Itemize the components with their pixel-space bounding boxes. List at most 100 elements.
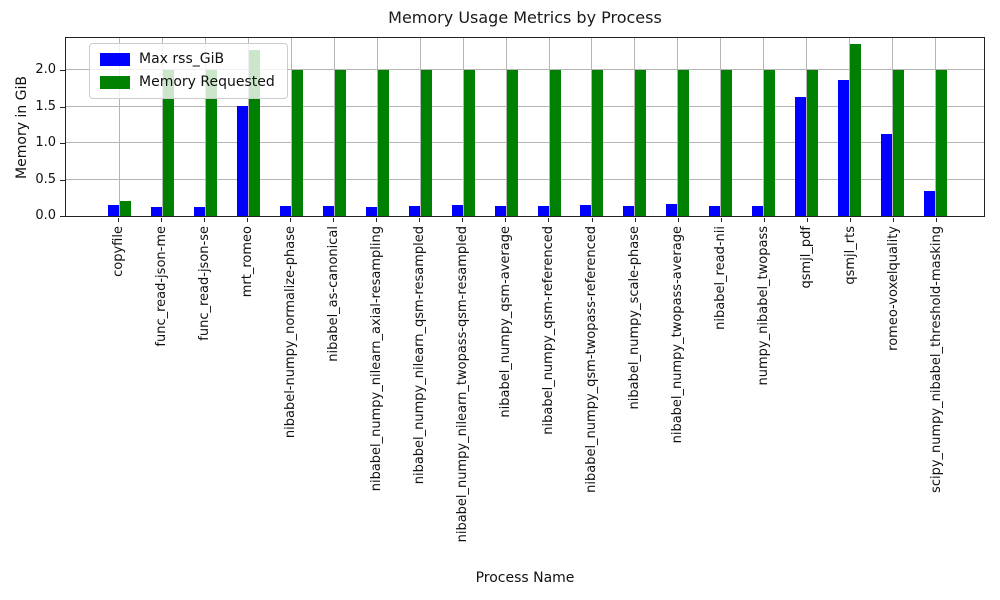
bar — [408, 205, 420, 216]
bar — [248, 50, 260, 216]
x-tick-label: romeo-voxelquality — [885, 226, 901, 351]
bar — [592, 70, 604, 216]
legend-label-max-rss: Max rss_GiB — [139, 51, 225, 67]
x-tick-mark — [892, 218, 894, 222]
bar — [549, 70, 561, 216]
bar-pair — [442, 70, 485, 216]
y-tick-mark — [60, 216, 65, 217]
bar-group — [141, 38, 184, 216]
bar-pair — [313, 70, 356, 216]
x-tick: nibabel_numpy_qsm-twopass-referenced — [571, 218, 614, 542]
y-gridline — [66, 142, 984, 144]
x-tick-label: nibabel_as-canonical — [325, 226, 341, 362]
x-tick-mark — [247, 218, 249, 222]
y-tick-label: 2.0 — [35, 62, 56, 78]
bar — [537, 205, 549, 216]
bar-pair — [570, 70, 613, 216]
y-tick-label: 1.0 — [35, 135, 56, 151]
bar — [334, 70, 346, 216]
x-tick-label: func_read-json-se — [196, 226, 212, 341]
x-tick-labels: copyfile func_read-json-me func_read-json-… — [65, 218, 985, 542]
bar — [795, 97, 807, 216]
x-tick: nibabel_numpy_nilearn_twopass-qsm-resamp… — [441, 218, 484, 542]
x-tick-label: copyfile — [110, 226, 126, 277]
bar-group — [785, 38, 828, 216]
bar-pair — [871, 70, 914, 216]
x-tick: scipy_numpy_nibabel_threshold-masking — [915, 218, 958, 542]
x-tick: nibabel_as-canonical — [312, 218, 355, 542]
bar-group — [570, 38, 613, 216]
y-gridline — [66, 178, 984, 180]
x-tick-label: func_read-json-me — [153, 226, 169, 347]
x-tick-mark — [161, 218, 163, 222]
bar-pair — [914, 70, 957, 216]
bar — [377, 70, 389, 216]
x-tick-label: nibabel-numpy_normalize-phase — [282, 226, 298, 439]
bar — [119, 201, 131, 216]
x-tick-label: numpy_nibabel_twopass — [756, 226, 772, 386]
bar — [635, 70, 647, 216]
bar — [107, 205, 119, 216]
x-gridline — [677, 38, 679, 216]
y-tick-mark — [60, 70, 65, 72]
bar-pair — [528, 70, 571, 216]
x-tick: nibabel_numpy_qsm-average — [484, 218, 527, 542]
bar-pair — [742, 70, 785, 216]
x-gridline — [591, 38, 593, 216]
legend-swatch-memory-requested — [100, 75, 130, 89]
y-tick-mark — [60, 106, 65, 108]
bar-pair — [613, 70, 656, 216]
legend-item-max-rss: Max rss_GiB — [100, 51, 275, 67]
bar — [623, 205, 635, 216]
bar-pair — [699, 70, 742, 216]
x-tick-mark — [591, 218, 593, 222]
x-tick-mark — [376, 218, 378, 222]
bar-pair — [485, 70, 528, 216]
x-tick-label: qsmjl_pdf — [799, 226, 815, 289]
bar-pair — [227, 50, 270, 216]
y-tick-label: 0.5 — [35, 171, 56, 187]
x-tick-label: qsmjl_rts — [842, 226, 858, 285]
bar-group — [356, 38, 399, 216]
y-gridline — [66, 105, 984, 107]
x-tick-mark — [634, 218, 636, 222]
bar-group — [313, 38, 356, 216]
x-gridline — [204, 38, 206, 216]
x-tick-mark — [806, 218, 808, 222]
bar — [150, 206, 162, 216]
x-tick: romeo-voxelquality — [872, 218, 915, 542]
x-tick-mark — [419, 218, 421, 222]
x-tick-mark — [720, 218, 722, 222]
bar — [764, 70, 776, 216]
x-tick: nibabel_numpy_nilearn_axial-resampling — [355, 218, 398, 542]
y-tick-mark — [60, 143, 65, 145]
x-tick-label: nibabel_numpy_nilearn_twopass-qsm-resamp… — [455, 226, 471, 543]
x-tick: qsmjl_rts — [829, 218, 872, 542]
x-gridline — [376, 38, 378, 216]
bar — [752, 205, 764, 216]
bar — [322, 205, 334, 216]
bar-pair — [785, 70, 828, 216]
bar — [205, 70, 217, 216]
x-tick: nibabel_read-nii — [700, 218, 743, 542]
y-tick-mark — [60, 179, 65, 181]
x-tick: func_read-json-se — [183, 218, 226, 542]
x-tick-mark — [505, 218, 507, 222]
bar — [666, 204, 678, 216]
x-gridline — [419, 38, 421, 216]
x-gridline — [720, 38, 722, 216]
chart-title: Memory Usage Metrics by Process — [388, 8, 662, 27]
x-tick-label: nibabel_numpy_twopass-average — [670, 226, 686, 444]
legend-swatch-max-rss — [100, 52, 130, 66]
legend: Max rss_GiB Memory Requested — [89, 43, 288, 99]
bar-pair — [141, 70, 184, 216]
bar — [365, 206, 377, 216]
bar-groups — [66, 38, 984, 216]
x-gridline — [806, 38, 808, 216]
x-tick: func_read-json-me — [140, 218, 183, 542]
legend-item-memory-requested: Memory Requested — [100, 74, 275, 90]
bar-group — [184, 38, 227, 216]
x-gridline — [247, 38, 249, 216]
bar — [506, 70, 518, 216]
x-gridline — [290, 38, 292, 216]
